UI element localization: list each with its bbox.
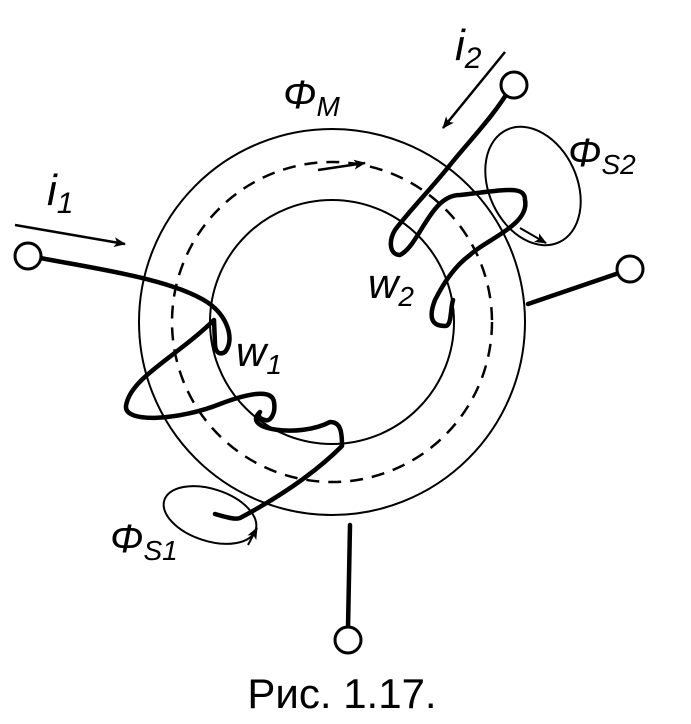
current-1-arrow [14,223,126,248]
leakage-flux-1-arrow [247,527,258,546]
figure-caption: Рис. 1.17. [247,670,436,717]
current-2-arrow [442,51,506,129]
terminal-2-out [615,254,645,284]
leakage-flux-2-loop [484,125,582,247]
terminal-2-in [499,70,529,100]
mutual-flux-label: ΦM [283,73,340,122]
leakage-flux-1-label: ΦS1 [110,517,178,566]
mutual-flux-path [170,160,494,484]
terminal-1-out [333,625,363,655]
current-2-label: i2 [455,21,482,75]
leakage-flux-2-label: ΦS2 [568,131,636,180]
terminal-lead-bottom [345,522,353,631]
leakage-flux-2-arrow [519,227,547,244]
current-1-label: i1 [47,166,73,220]
terminal-lead-right [525,271,619,307]
mutual-flux-arrow [317,159,366,172]
terminal-1-in [13,241,43,271]
winding-1-coil [27,253,345,521]
winding-2-label: w2 [368,260,414,312]
winding-1-label: w1 [236,328,282,380]
winding-2-coil [388,82,528,329]
core-outer-circle [138,128,526,516]
